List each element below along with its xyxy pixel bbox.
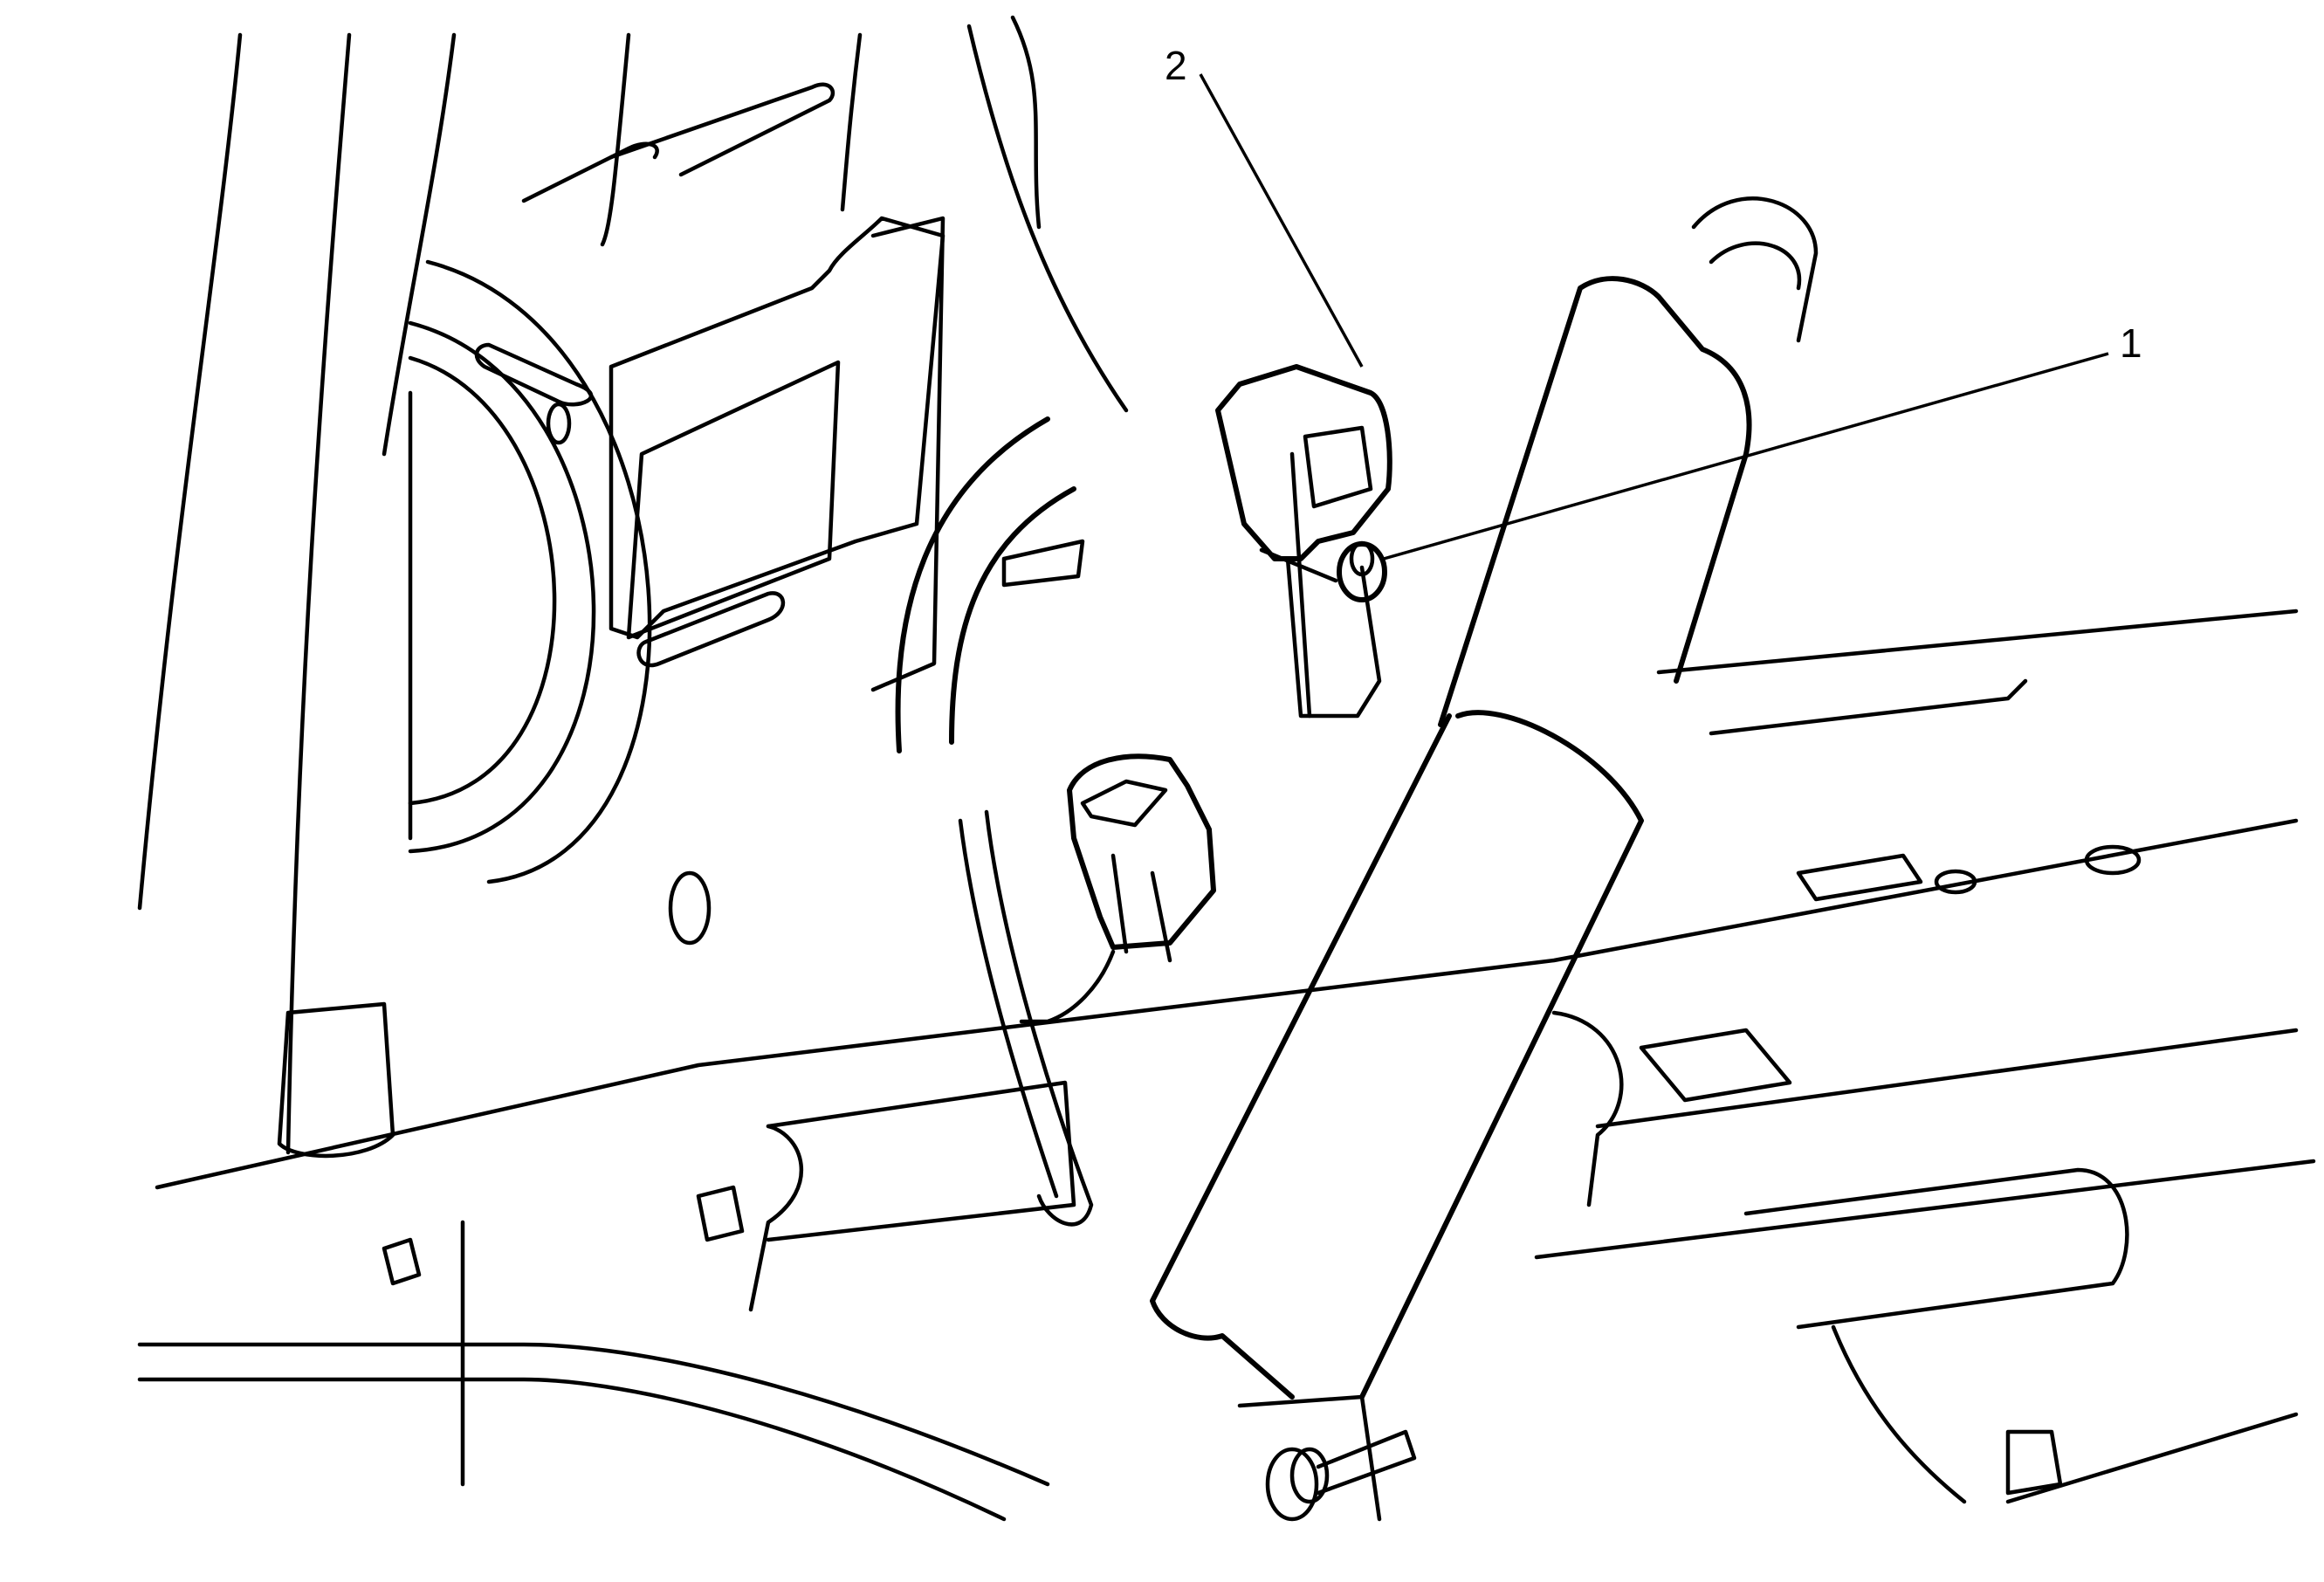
sensor-fastener[interactable] <box>1337 540 1387 602</box>
callout-label-2: 2 <box>1165 43 1187 88</box>
frame-opening <box>408 259 652 884</box>
anchor-bolt <box>1237 1394 1417 1522</box>
grommet-hole <box>668 870 712 946</box>
leader-line-1 <box>1383 352 2109 561</box>
wire-harness <box>895 416 1094 1227</box>
leader-line-2 <box>1199 73 1364 368</box>
slot <box>474 342 594 407</box>
small-hole <box>546 402 572 445</box>
seat-back-frame-lines <box>137 15 1129 1487</box>
sensor-module[interactable] <box>1215 364 1392 719</box>
callout-label-1: 1 <box>2120 320 2142 366</box>
seat-belt-buckle <box>1150 196 1819 1400</box>
bracket-plate <box>521 82 945 946</box>
electrical-connector <box>1019 753 1216 1024</box>
seat-frame-tubes <box>137 609 2316 1522</box>
